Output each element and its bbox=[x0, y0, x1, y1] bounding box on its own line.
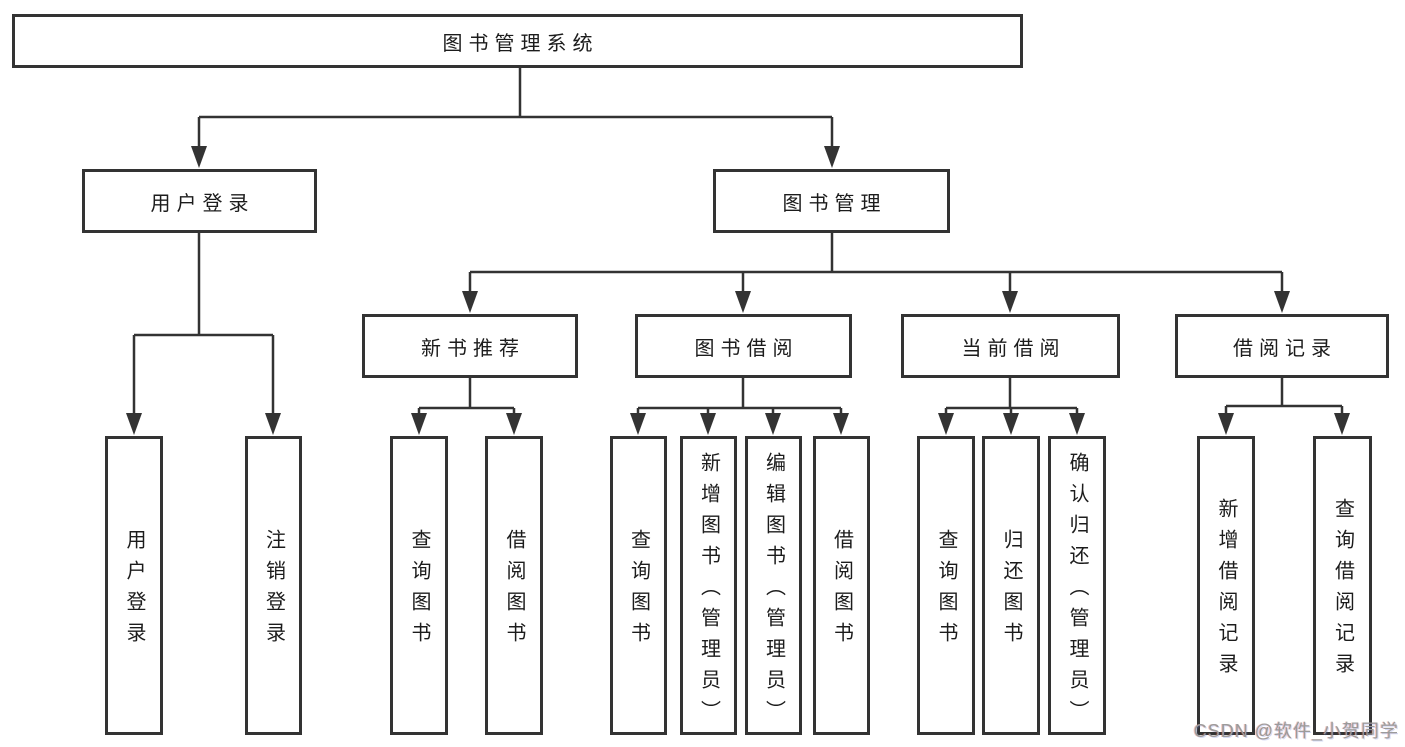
leaf-edit-book-admin-label: 编辑图书（管理员） bbox=[762, 451, 785, 731]
node-book-management-label: 图书管理 bbox=[782, 192, 887, 215]
leaf-query-borrow-record: 查询借阅记录 bbox=[1313, 436, 1372, 735]
node-user-login-label: 用户登录 bbox=[150, 192, 255, 215]
node-current-borrow: 当前借阅 bbox=[901, 314, 1120, 378]
leaf-edit-book-admin: 编辑图书（管理员） bbox=[745, 436, 802, 735]
node-root: 图书管理系统 bbox=[12, 14, 1023, 68]
leaf-user-login: 用户登录 bbox=[105, 436, 163, 735]
node-borrow-records: 借阅记录 bbox=[1175, 314, 1389, 378]
node-new-book-recommend-label: 新书推荐 bbox=[421, 337, 525, 360]
leaf-confirm-return-admin-label: 确认归还（管理员） bbox=[1066, 451, 1088, 731]
leaf-add-book-admin: 新增图书（管理员） bbox=[680, 436, 737, 735]
node-current-borrow-label: 当前借阅 bbox=[961, 337, 1066, 360]
csdn-watermark: CSDN @软件_小贺同学 bbox=[1193, 721, 1399, 741]
leaf-logout-login-label: 注销登录 bbox=[262, 529, 285, 653]
node-new-book-recommend: 新书推荐 bbox=[362, 314, 578, 378]
leaf-borrow-book-recommend-label: 借阅图书 bbox=[503, 529, 525, 653]
leaf-query-book-current-label: 查询图书 bbox=[935, 529, 957, 653]
node-book-borrow-label: 图书借阅 bbox=[694, 337, 799, 360]
node-book-borrow: 图书借阅 bbox=[635, 314, 852, 378]
leaf-return-book-label: 归还图书 bbox=[1000, 529, 1022, 653]
leaf-add-borrow-record-label: 新增借阅记录 bbox=[1215, 498, 1237, 684]
leaf-add-book-admin-label: 新增图书（管理员） bbox=[697, 451, 720, 731]
leaf-confirm-return-admin: 确认归还（管理员） bbox=[1048, 436, 1106, 735]
node-user-login: 用户登录 bbox=[82, 169, 317, 233]
leaf-return-book: 归还图书 bbox=[982, 436, 1040, 735]
leaf-borrow-book-label: 借阅图书 bbox=[830, 529, 853, 653]
leaf-query-book-current: 查询图书 bbox=[917, 436, 975, 735]
node-book-management: 图书管理 bbox=[713, 169, 950, 233]
leaf-add-borrow-record: 新增借阅记录 bbox=[1197, 436, 1255, 735]
leaf-query-book-borrow-label: 查询图书 bbox=[627, 529, 650, 653]
node-borrow-records-label: 借阅记录 bbox=[1233, 337, 1337, 360]
leaf-query-borrow-record-label: 查询借阅记录 bbox=[1331, 498, 1354, 684]
node-root-label: 图书管理系统 bbox=[442, 32, 599, 55]
leaf-logout-login: 注销登录 bbox=[245, 436, 302, 735]
leaf-borrow-book: 借阅图书 bbox=[813, 436, 870, 735]
leaf-query-book-recommend: 查询图书 bbox=[390, 436, 448, 735]
leaf-borrow-book-recommend: 借阅图书 bbox=[485, 436, 543, 735]
leaf-query-book-recommend-label: 查询图书 bbox=[408, 529, 430, 653]
leaf-user-login-label: 用户登录 bbox=[123, 529, 145, 653]
leaf-query-book-borrow: 查询图书 bbox=[610, 436, 667, 735]
